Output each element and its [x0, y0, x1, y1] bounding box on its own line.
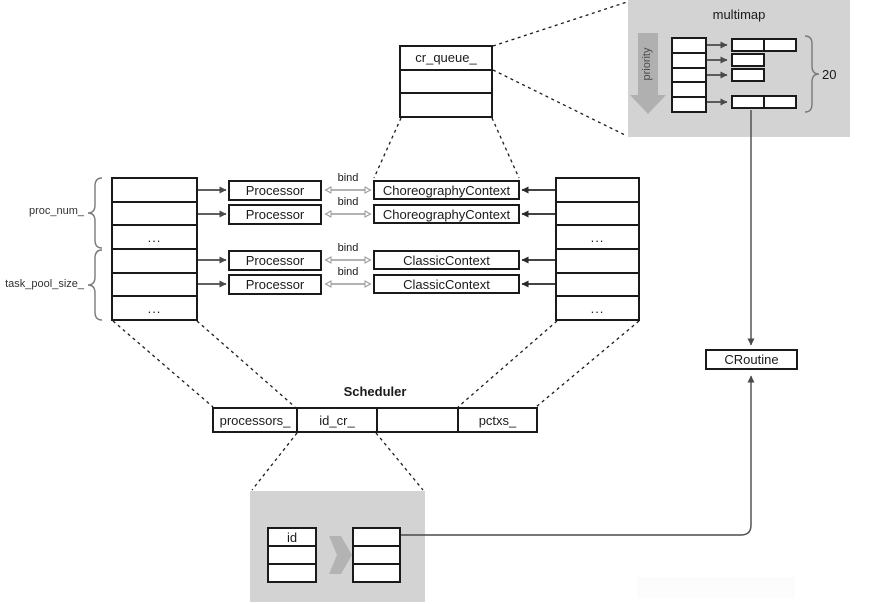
scheduler-cell-empty — [376, 409, 457, 431]
multimap-value-cell — [733, 97, 763, 107]
context-box: ClassicContext — [373, 274, 520, 294]
scheduler-cell-pctxs: pctxs_ — [457, 409, 536, 431]
id-box-cell — [269, 545, 315, 563]
processor-box: Processor — [228, 250, 322, 271]
faint-watermark-area — [637, 577, 795, 598]
multimap-key-cell — [673, 81, 705, 96]
left-table-cell — [113, 179, 196, 201]
right-table-cell — [557, 179, 638, 201]
proc-arrows — [198, 186, 227, 288]
croutine-box: CRoutine — [705, 349, 798, 370]
context-label: ClassicContext — [403, 252, 490, 268]
priority-label: priority — [641, 47, 653, 81]
bind-label: bind — [337, 196, 359, 208]
right-table-cell: ... — [557, 295, 638, 319]
left-table-cell — [113, 200, 196, 225]
id-box: id — [267, 527, 317, 583]
cr-queue-box: cr_queue_ — [399, 45, 493, 118]
left-table: ... ... — [111, 177, 198, 321]
right-table: ... ... — [555, 177, 640, 321]
processor-box: Processor — [228, 274, 322, 295]
multimap-value-box-3 — [731, 68, 765, 82]
croutine-label: CRoutine — [724, 352, 779, 367]
scheduler-table: processors_ id_cr_ pctxs_ — [212, 407, 538, 433]
bind-label: bind — [337, 242, 359, 254]
context-arrows — [521, 186, 555, 288]
proc-num-label: proc_num_ — [28, 205, 84, 217]
right-table-cell — [557, 200, 638, 225]
id-box-cell — [269, 563, 315, 581]
processor-label: Processor — [245, 183, 305, 198]
context-label: ClassicContext — [403, 276, 490, 292]
multimap-key-cell — [673, 51, 705, 67]
id-value-cell — [354, 563, 399, 581]
left-table-cell — [113, 271, 196, 296]
multimap-value-box-4 — [731, 95, 797, 109]
id-value-box — [352, 527, 401, 583]
right-table-cell: ... — [557, 224, 638, 248]
bind-label: bind — [337, 266, 359, 278]
id-label: id — [286, 529, 298, 545]
multimap-key-cell — [673, 66, 705, 82]
multimap-key-cell — [673, 39, 705, 52]
processor-box: Processor — [228, 204, 322, 225]
bind-label: bind — [337, 172, 359, 184]
multimap-key-table — [671, 37, 707, 113]
multimap-value-box-2 — [731, 53, 765, 67]
left-table-cell — [113, 248, 196, 272]
multimap-key-cell — [673, 96, 705, 111]
processor-label: Processor — [245, 253, 305, 268]
proc-num-brace-icon — [87, 177, 103, 249]
id-to-croutine-arrow — [401, 375, 755, 536]
multimap-value-cell — [733, 40, 763, 50]
processor-label: Processor — [245, 207, 305, 222]
cr-queue-label: cr_queue_ — [415, 50, 477, 66]
processor-label: Processor — [245, 277, 305, 292]
context-box: ClassicContext — [373, 250, 520, 270]
context-label: ChoreographyContext — [382, 182, 511, 198]
left-table-cell: ... — [113, 295, 196, 319]
context-box: ChoreographyContext — [373, 180, 520, 200]
scheduler-title: Scheduler — [343, 384, 407, 399]
left-table-cell: ... — [113, 224, 196, 248]
id-value-cell — [354, 545, 399, 563]
right-table-cell — [557, 248, 638, 272]
multimap-value-cell — [763, 40, 795, 50]
task-pool-size-brace-icon — [87, 249, 103, 321]
right-table-cell — [557, 271, 638, 296]
scheduler-cell-id-cr: id_cr_ — [296, 409, 376, 431]
context-box: ChoreographyContext — [373, 204, 520, 224]
processor-box: Processor — [228, 180, 322, 201]
id-value-cell — [354, 529, 399, 545]
multimap-value-cell — [763, 97, 795, 107]
cr-queue-cell — [401, 92, 491, 116]
multimap-title: multimap — [712, 7, 766, 22]
multimap-value-box-1 — [731, 38, 797, 52]
task-pool-size-label: task_pool_size_ — [5, 278, 84, 290]
scheduler-cell-processors: processors_ — [219, 412, 291, 428]
multimap-count-label: 20 — [822, 67, 837, 82]
cr-queue-cell — [401, 68, 491, 93]
context-label: ChoreographyContext — [382, 206, 511, 222]
